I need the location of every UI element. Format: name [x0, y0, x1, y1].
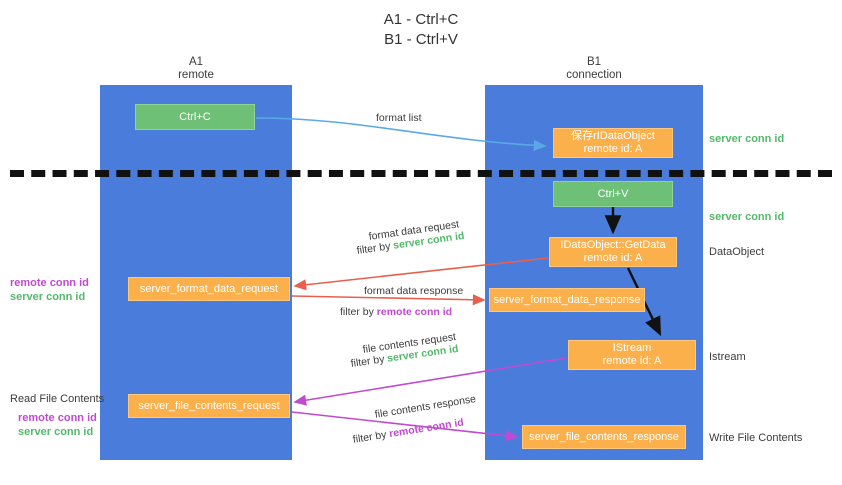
- box-server-format-data-request-label: server_format_data_request: [139, 282, 279, 295]
- box-server-format-data-response[interactable]: server_format_data_response: [489, 288, 645, 312]
- box-ctrl-v-label: Ctrl+V: [597, 187, 629, 200]
- caption-fcresp-filter-prefix: filter by: [352, 428, 391, 446]
- caption-format-data-response-filter: filter by remote conn id: [340, 306, 452, 318]
- label-server-conn-id-mid: server conn id: [709, 211, 785, 223]
- label-server-conn-id-top: server conn id: [709, 133, 785, 145]
- lane-header-b1-subtitle: connection: [566, 69, 622, 81]
- lane-header-a1: A1 remote: [100, 56, 292, 82]
- caption-fdresp-filter-prefix: filter by: [340, 306, 377, 318]
- box-idataobject-getdata[interactable]: IDataObject::GetData remote id: A: [549, 237, 677, 267]
- box-idataobject[interactable]: 保存rIDataObject remote id: A: [553, 128, 673, 158]
- caption-fdreq-filter-prefix: filter by: [356, 239, 395, 257]
- phase-separator-dashed-line: [10, 170, 832, 177]
- title-line-1: A1 - Ctrl+C: [383, 11, 459, 28]
- label-dataobject: DataObject: [709, 246, 765, 258]
- box-getdata-line1: IDataObject::GetData: [560, 239, 666, 251]
- label-read-file-contents: Read File Contents: [10, 393, 105, 405]
- caption-fcreq-filter-prefix: filter by: [350, 352, 389, 370]
- label-write-file-contents: Write File Contents: [709, 432, 803, 444]
- label-server-conn-id-bottom: server conn id: [18, 426, 94, 438]
- label-server-conn-id-middle: server conn id: [10, 291, 86, 303]
- box-ctrl-v[interactable]: Ctrl+V: [553, 181, 673, 207]
- box-server-file-contents-response-label: server_file_contents_response: [529, 430, 679, 443]
- label-istream: Istream: [709, 351, 746, 363]
- lane-header-b1-name: B1: [586, 56, 602, 68]
- label-remote-conn-id-middle: remote conn id: [10, 277, 89, 289]
- box-server-format-data-response-label: server_format_data_response: [493, 293, 641, 306]
- lane-header-a1-name: A1: [188, 56, 204, 68]
- page-title: A1 - Ctrl+C B1 - Ctrl+V: [0, 10, 842, 50]
- box-server-file-contents-request[interactable]: server_file_contents_request: [128, 394, 290, 418]
- label-conn-ids-bottom: remote conn id server conn id: [18, 411, 97, 439]
- caption-fdresp-filter-value: remote conn id: [376, 306, 453, 318]
- box-server-file-contents-response[interactable]: server_file_contents_response: [522, 425, 686, 449]
- lane-header-a1-subtitle: remote: [178, 69, 214, 81]
- caption-format-list: format list: [376, 112, 422, 124]
- box-istream-line2: remote id: A: [602, 355, 662, 367]
- box-ctrl-c[interactable]: Ctrl+C: [135, 104, 255, 130]
- title-line-2: B1 - Ctrl+V: [384, 31, 458, 48]
- box-server-file-contents-request-label: server_file_contents_request: [138, 399, 280, 412]
- box-istream[interactable]: IStream remote id: A: [568, 340, 696, 370]
- label-remote-conn-id-bottom: remote conn id: [18, 412, 97, 424]
- lane-header-b1: B1 connection: [485, 56, 703, 82]
- caption-file-contents-response-filter: filter by remote conn id: [352, 416, 465, 445]
- box-ctrl-c-label: Ctrl+C: [179, 110, 211, 123]
- box-idataobject-line1: 保存rIDataObject: [571, 130, 655, 142]
- label-conn-ids-middle: remote conn id server conn id: [10, 276, 89, 304]
- box-idataobject-line2: remote id: A: [583, 143, 643, 155]
- caption-fcresp-filter-value: remote conn id: [388, 416, 465, 441]
- caption-format-data-response: format data response: [364, 285, 464, 297]
- box-istream-line1: IStream: [612, 342, 652, 354]
- box-getdata-line2: remote id: A: [583, 252, 643, 264]
- box-server-format-data-request[interactable]: server_format_data_request: [128, 277, 290, 301]
